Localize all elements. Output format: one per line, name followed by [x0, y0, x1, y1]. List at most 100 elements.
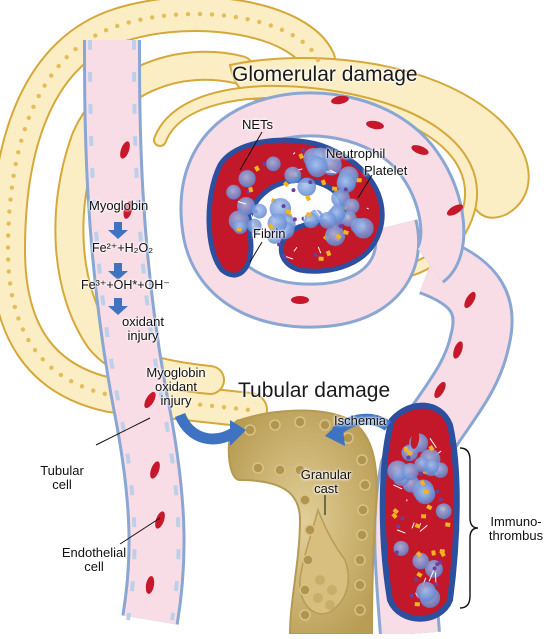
cast-granule: [325, 600, 335, 610]
tubular-cell-nucleus: [210, 12, 214, 16]
tubular-cell-nucleus: [246, 408, 250, 412]
tubular-cell-nucleus: [56, 64, 60, 68]
net-fragment: [396, 524, 400, 528]
platelet: [319, 257, 324, 261]
cast-granule: [315, 575, 325, 585]
tubular-cell-nucleus: [138, 17, 142, 21]
tubular-cell-nucleus: [73, 47, 77, 51]
oxidant-injury-label-2: injury: [113, 328, 173, 343]
granular-cast-label-1: Granular: [295, 467, 357, 482]
net-fragment: [414, 577, 418, 581]
tubular-epithelial-cell: [270, 420, 280, 430]
platelet: [332, 186, 338, 191]
tubular-cell-nucleus: [115, 24, 119, 28]
net-fragment: [395, 551, 399, 555]
platelet-label: Platelet: [364, 163, 407, 178]
platelet: [421, 514, 426, 518]
platelet: [424, 490, 429, 494]
tubular-cell-nucleus: [150, 15, 154, 19]
neutrophil: [233, 220, 248, 235]
myoglobin-label: Myoglobin: [89, 198, 148, 213]
tubular-cell-nucleus: [14, 162, 18, 166]
tubular-cell-nucleus: [245, 17, 249, 21]
tubular-epithelial-cell: [355, 555, 365, 565]
platelet: [431, 550, 436, 556]
tubular-cell-nucleus: [31, 105, 35, 109]
tubular-cell-nucleus: [6, 233, 10, 237]
neutrophil: [319, 212, 336, 229]
myoglobin-oxidant-label-1: Myoglobin: [140, 365, 212, 380]
neutrophil: [425, 459, 439, 473]
cast-granule: [327, 585, 337, 595]
tubular-epithelial-cell: [343, 433, 353, 443]
tubular-cell-nucleus: [222, 405, 226, 409]
oxidant-injury-label-1: oxidant: [113, 314, 173, 329]
net-fragment: [439, 498, 443, 502]
tubular-cell-nucleus: [26, 338, 30, 342]
neutrophil: [226, 185, 241, 200]
endothelial-cell-label-2: cell: [52, 559, 136, 574]
neutrophil: [266, 156, 281, 171]
net-fragment: [262, 162, 266, 166]
net-fragment: [301, 148, 305, 152]
tubular-cell-nucleus: [309, 48, 313, 52]
tubular-cell-nucleus: [19, 138, 23, 142]
fe2-reaction-label: Fe²⁺+H₂O₂: [92, 241, 153, 256]
net-fragment: [282, 255, 286, 259]
red-blood-cell: [291, 296, 309, 304]
fibrin-strand: [407, 499, 408, 501]
tubular-cell-nucleus: [104, 28, 108, 32]
tubule: [229, 411, 377, 634]
neutrophil: [252, 204, 267, 219]
neutrophil: [238, 170, 255, 187]
tubular-cell-nucleus: [13, 305, 17, 309]
neutrophil: [436, 503, 452, 519]
tubular-cell-nucleus: [80, 384, 84, 388]
tubular-cell-nucleus: [59, 373, 63, 377]
tubular-epithelial-cell: [320, 420, 330, 430]
cast-granule: [313, 593, 323, 603]
ischemia-label: Ischemia: [334, 413, 386, 428]
tubular-epithelial-cell: [300, 585, 310, 595]
net-fragment: [400, 516, 404, 520]
tubular-cell-nucleus: [7, 269, 11, 273]
platelet: [237, 227, 242, 231]
net-fragment: [308, 180, 312, 184]
tubular-cell-nucleus: [33, 348, 37, 352]
net-fragment: [435, 562, 439, 566]
tubular-cell-nucleus: [103, 392, 107, 396]
net-fragment: [436, 490, 440, 494]
tubular-cell-nucleus: [27, 116, 31, 120]
tubular-cell-nucleus: [8, 281, 12, 285]
tubular-cell-nucleus: [127, 20, 131, 24]
tubular-epithelial-cell: [358, 505, 368, 515]
granular-cast-label-2: cast: [295, 481, 357, 496]
tubular-cell-nucleus: [49, 73, 53, 77]
tubular-cell-label-1: Tubular: [30, 463, 94, 478]
tubular-cell-nucleus: [49, 365, 53, 369]
tubular-cell-nucleus: [316, 58, 320, 62]
net-fragment: [344, 187, 348, 191]
platelet: [306, 212, 311, 216]
fibrin-label: Fibrin: [253, 226, 286, 241]
net-fragment: [419, 472, 423, 476]
neutrophil: [307, 156, 328, 177]
tubular-cell-nucleus: [6, 245, 10, 249]
tubular-cell-nucleus: [16, 150, 20, 154]
tubular-epithelial-cell: [300, 495, 310, 505]
tubular-cell-label-2: cell: [30, 477, 94, 492]
net-fragment: [314, 253, 318, 257]
nets-label: NETs: [242, 117, 273, 132]
net-fragment: [339, 224, 343, 228]
tubular-epithelial-cell: [275, 465, 285, 475]
tubular-cell-nucleus: [91, 388, 95, 392]
net-fragment: [291, 188, 295, 192]
neutrophil: [416, 582, 436, 602]
tubular-cell-nucleus: [6, 221, 10, 225]
platelet: [439, 549, 444, 554]
tubular-cell-nucleus: [41, 357, 45, 361]
tubular-cell-nucleus: [234, 406, 238, 410]
tubular-cell-nucleus: [11, 174, 15, 178]
tubular-epithelial-cell: [357, 455, 367, 465]
tubular-cell-nucleus: [10, 293, 14, 297]
